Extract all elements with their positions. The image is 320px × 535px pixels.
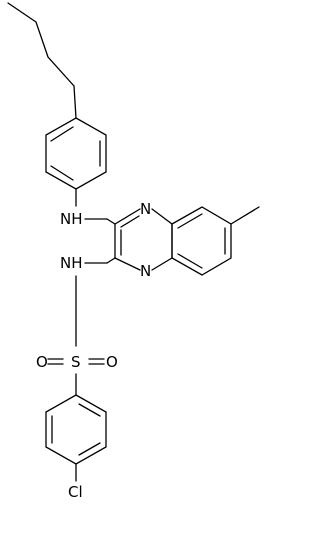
upper-ring-double-bond [50,165,74,181]
pyrazine-bond [114,208,141,225]
pyrazine-double-bond [120,215,140,228]
benzo-double-bond [177,253,203,269]
quinoxaline-nh-bond [106,257,116,264]
benzo-double-bond [177,213,203,229]
nh-quinoxaline-bond [106,218,116,225]
methyl-bond [230,206,260,225]
pyrazine-bond [114,257,141,271]
atom-labels: NH N N NH S O O Cl [36,200,151,501]
pyrazine-bond [151,208,173,225]
amine-label-lower: NH [60,254,83,272]
oxygen-right-label: O [106,353,118,371]
butyl-chain-bond [7,2,77,119]
chlorine-label: Cl [68,483,83,501]
upper-ring-double-bond [50,126,74,142]
sulfur-label: S [71,353,81,371]
oxygen-left-label: O [36,353,48,371]
lower-phenyl-ring [45,394,107,465]
bonds [7,2,260,482]
pyrazine-bond [151,257,173,271]
chemical-structure-diagram: NH N N NH S O O Cl [7,2,260,501]
lower-ring-double-bond [78,442,101,456]
benzo-ring [171,206,232,276]
ring-nitrogen-top-label: N [140,200,151,218]
structure-canvas: NH N N NH S O O Cl [7,2,260,501]
upper-phenyl-ring [45,117,107,190]
ring-nitrogen-bottom-label: N [140,262,151,280]
amine-label-upper: NH [60,210,83,228]
lower-ring-double-bond [78,403,101,417]
